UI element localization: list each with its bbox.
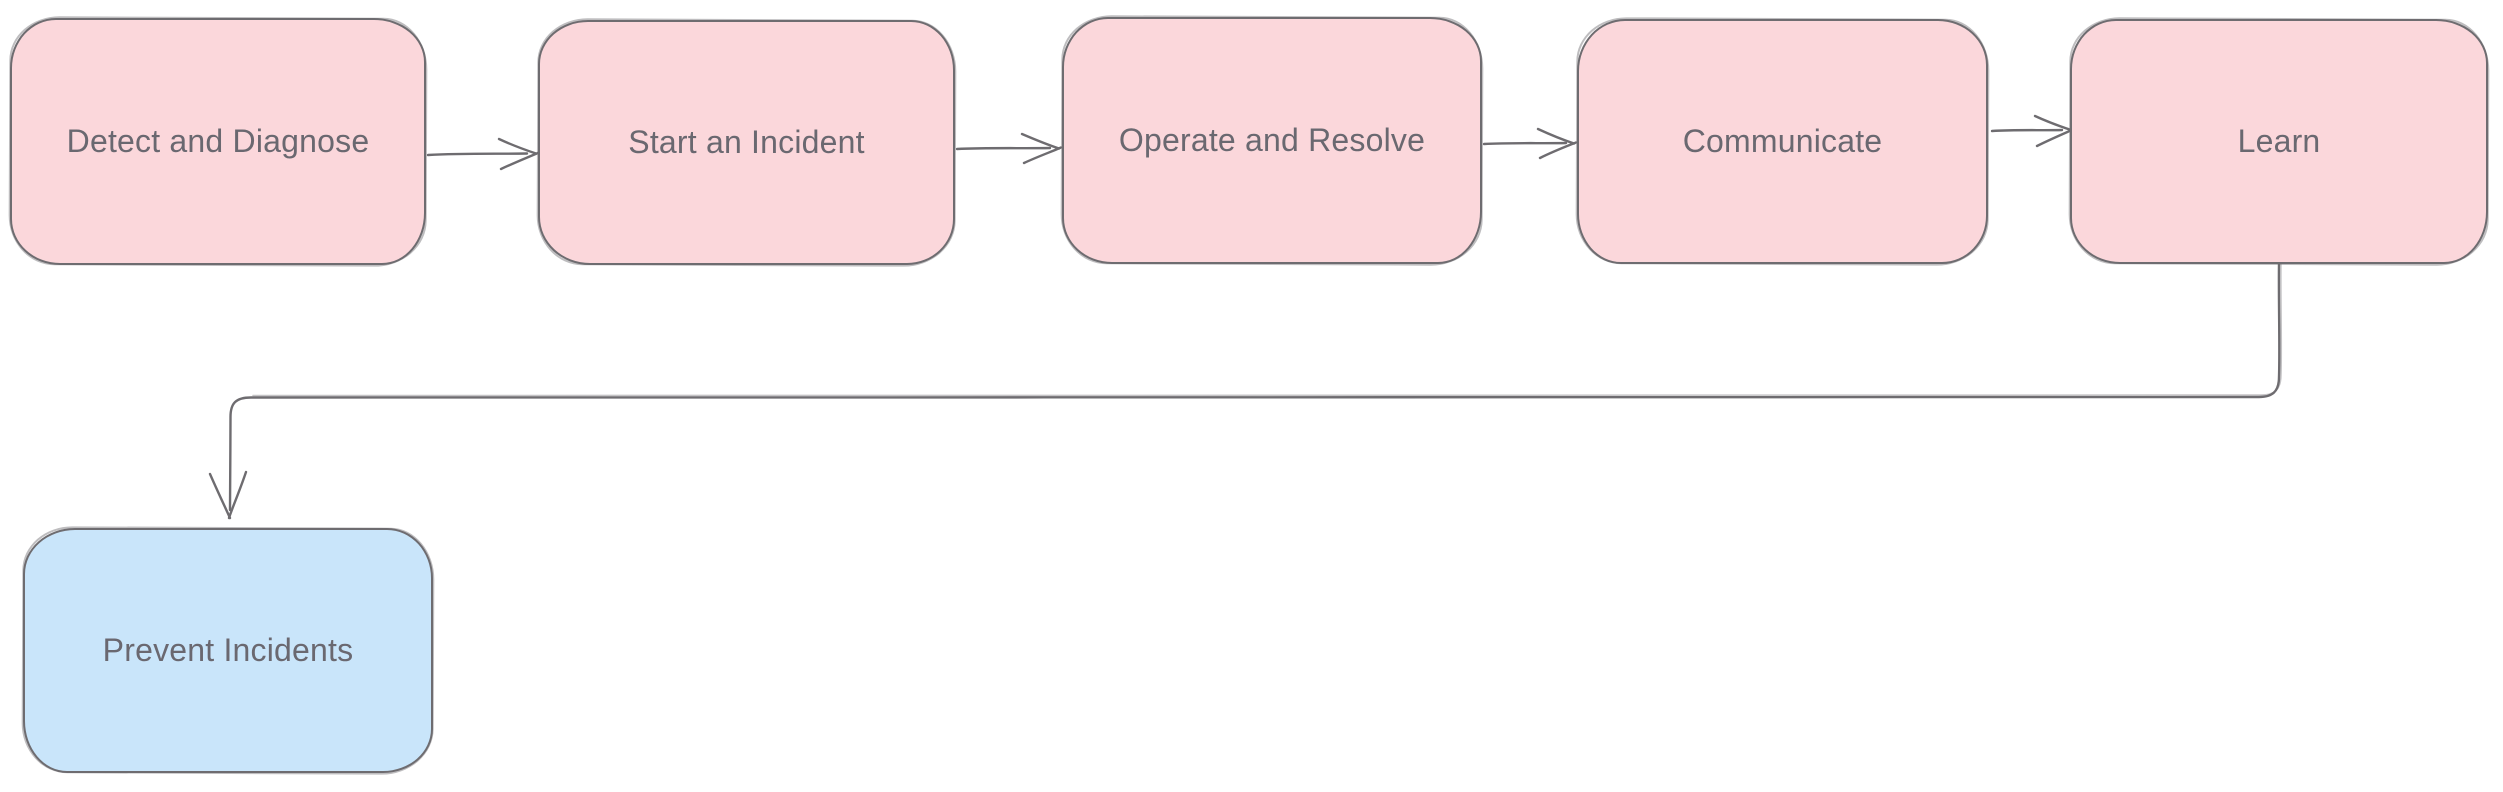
arrowhead xyxy=(1538,141,1578,160)
node-prevent-incidents[interactable]: Prevent Incidents xyxy=(23,528,433,773)
arrowhead xyxy=(497,137,538,155)
arrowhead xyxy=(2035,128,2075,148)
arrowhead xyxy=(227,470,248,520)
node-label: Operate and Resolve xyxy=(1118,122,1426,158)
arrowhead xyxy=(1536,127,1576,145)
node-start-an-incident[interactable]: Start an Incident xyxy=(538,20,955,265)
connector-learn-to-prevent[interactable] xyxy=(208,261,2283,520)
arrowhead xyxy=(208,472,232,520)
node-detect-and-diagnose[interactable]: Detect and Diagnose xyxy=(10,18,426,265)
arrowhead xyxy=(499,151,541,171)
arrowhead xyxy=(1022,146,1063,165)
node-label: Communicate xyxy=(1682,123,1883,159)
node-label: Detect and Diagnose xyxy=(66,123,370,159)
arrow-communicate-to-learn[interactable] xyxy=(1990,114,2075,148)
arrowhead xyxy=(1020,132,1061,150)
node-label: Start an Incident xyxy=(628,124,865,160)
arrow-operate-to-communicate[interactable] xyxy=(1482,127,1578,160)
node-learn[interactable]: Learn xyxy=(2070,19,2488,264)
arrowhead xyxy=(2033,114,2073,132)
node-operate-and-resolve[interactable]: Operate and Resolve xyxy=(1062,17,1482,264)
node-label: Learn xyxy=(2237,123,2321,159)
node-label: Prevent Incidents xyxy=(102,632,354,668)
node-communicate[interactable]: Communicate xyxy=(1577,19,1988,264)
arrow-detect-to-start[interactable] xyxy=(426,137,541,171)
arrow-start-to-operate[interactable] xyxy=(955,132,1063,165)
